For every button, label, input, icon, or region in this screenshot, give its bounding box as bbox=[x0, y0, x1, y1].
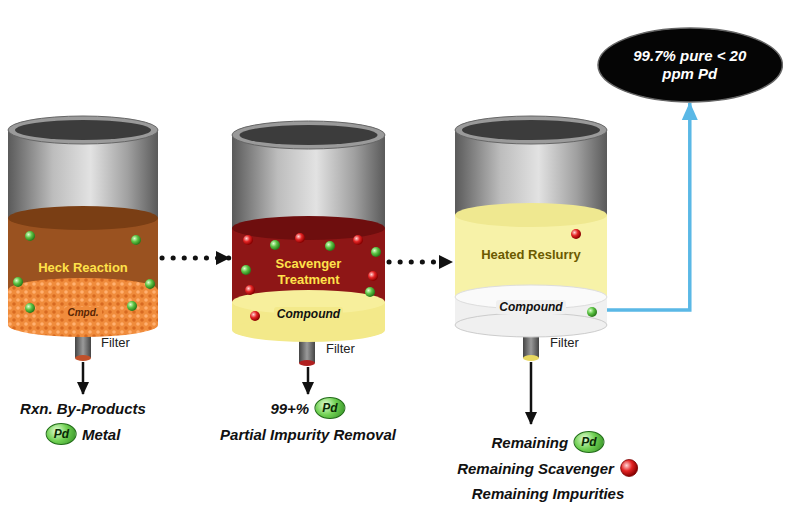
vessel-two-part bbox=[232, 318, 385, 342]
node-text: Scavenger Treatment bbox=[261, 256, 357, 287]
vessel-three-part bbox=[455, 116, 607, 144]
result-label: Remaining Scavenger bbox=[457, 460, 614, 477]
result-label: Metal bbox=[82, 426, 120, 443]
vessel-one-dots-part bbox=[25, 303, 35, 313]
label-holder: Rxn. By-Products bbox=[20, 400, 146, 417]
result-label: Partial Impurity Removal bbox=[220, 426, 396, 443]
vessel-contents: Heated ReslurryCompound bbox=[455, 215, 607, 325]
vessel-three-part bbox=[455, 130, 607, 325]
vessel-two-dots-part bbox=[353, 235, 363, 245]
result-line: Remaining Scavenger bbox=[457, 458, 639, 478]
drain-arrows-part bbox=[307, 367, 310, 394]
vessel-one-dots-part bbox=[131, 235, 141, 245]
vessel-three-part bbox=[455, 203, 607, 227]
node-text: Heated Reslurry bbox=[481, 247, 581, 263]
vessel-contents: Scavenger TreatmentCompound bbox=[232, 228, 385, 330]
vessel-one-dots-part bbox=[13, 277, 23, 287]
node-text: Heck Reaction bbox=[38, 260, 128, 276]
pd-badge: Pd bbox=[46, 423, 77, 445]
vessel-two-dots-part bbox=[250, 311, 260, 321]
vessel-one-dots bbox=[13, 231, 155, 313]
vessel-one-part bbox=[75, 355, 91, 361]
label-holder: Partial Impurity Removal bbox=[220, 426, 396, 443]
result-line: Remaining Impurities bbox=[472, 485, 625, 502]
vessel-two bbox=[232, 121, 385, 366]
vessel-two-dots bbox=[241, 233, 381, 321]
vessel-three bbox=[455, 116, 607, 361]
vessel-two-dots-part bbox=[365, 287, 375, 297]
vessel-one-part bbox=[8, 218, 158, 325]
scavenger-ball bbox=[619, 458, 639, 478]
drain-arrows-part bbox=[530, 362, 533, 424]
product-arrow bbox=[607, 103, 690, 310]
vessel-three-dots-part bbox=[571, 229, 581, 239]
pd-text: Pd bbox=[581, 435, 596, 449]
vessel-three-dots-part bbox=[587, 307, 597, 317]
label-holder: 99+% bbox=[270, 400, 309, 417]
vessel-two-dots-part bbox=[371, 247, 381, 257]
result-line: Partial Impurity Removal bbox=[220, 426, 396, 443]
label-holder: Remaining Scavenger bbox=[457, 460, 614, 477]
node-text: Compound bbox=[274, 307, 343, 321]
pd-text: Pd bbox=[54, 427, 69, 441]
label-holder: Remaining Impurities bbox=[472, 485, 625, 502]
vessel-one bbox=[8, 116, 158, 361]
pd-badge: Pd bbox=[573, 431, 604, 453]
vessel-one-part bbox=[8, 278, 158, 302]
label-holder: Metal bbox=[82, 426, 120, 443]
vessel-three-part bbox=[523, 355, 539, 361]
vessel-two-dots-part bbox=[241, 265, 251, 275]
result-label: Remaining bbox=[491, 434, 568, 451]
result-line: Pd Metal bbox=[46, 423, 121, 445]
vessel-two-dots-part bbox=[270, 240, 280, 250]
result-ellipse: 99.7% pure < 20 ppm Pd bbox=[597, 27, 783, 103]
vessel-one-part bbox=[15, 120, 151, 140]
process-arrow bbox=[162, 256, 229, 261]
pd-text: Pd bbox=[322, 401, 337, 415]
vessel-two-dots-part bbox=[243, 235, 253, 245]
label-holder: Remaining bbox=[491, 434, 568, 451]
filter-label: Filter bbox=[101, 335, 130, 350]
node-text: 99.7% pure < 20 ppm Pd bbox=[630, 47, 750, 83]
vessel-two-part bbox=[232, 216, 385, 240]
filter-label: Filter bbox=[550, 335, 579, 350]
result-label: Remaining Impurities bbox=[472, 485, 625, 502]
vessel-one-part bbox=[8, 130, 158, 325]
vessel-three-part bbox=[462, 120, 600, 140]
pd-badge: Pd bbox=[314, 397, 345, 419]
vessel-one-dots-part bbox=[25, 231, 35, 241]
vessel-one-dots-part bbox=[127, 301, 137, 311]
result-line: Remaining Pd bbox=[491, 431, 604, 453]
vessel-two-part bbox=[299, 360, 315, 366]
node-text: Compound bbox=[496, 300, 565, 314]
vessel-two-dots-part bbox=[325, 241, 335, 251]
vessel-two-part bbox=[232, 135, 385, 330]
vessel-two-part bbox=[232, 121, 385, 149]
result-line: Rxn. By-Products bbox=[20, 400, 146, 417]
vessel-three-part bbox=[455, 215, 607, 325]
vessel-two-dots-part bbox=[295, 233, 305, 243]
vessel-two-part bbox=[240, 125, 378, 145]
vessel-one-dots-part bbox=[145, 279, 155, 289]
result-label: 99+% bbox=[270, 400, 309, 417]
scavenger-ball-fill bbox=[620, 460, 637, 477]
result-line: 99+% Pd bbox=[270, 397, 345, 419]
vessel-three-part bbox=[455, 313, 607, 337]
filter-label: Filter bbox=[326, 341, 355, 356]
vessel-one-part bbox=[8, 116, 158, 144]
vessel-two-part bbox=[232, 228, 385, 330]
drain-arrows-part bbox=[82, 362, 85, 394]
vessel-two-dots-part bbox=[245, 285, 255, 295]
vessel-two-dots-part bbox=[368, 271, 378, 281]
drain-arrows bbox=[83, 362, 531, 424]
ellipse-fill bbox=[598, 28, 782, 102]
vessel-one-part bbox=[8, 206, 158, 230]
result-label: Rxn. By-Products bbox=[20, 400, 146, 417]
process-arrow bbox=[389, 260, 452, 265]
vessel-three-dots bbox=[571, 229, 597, 317]
scavenger-ball-holder bbox=[619, 458, 639, 478]
vessel-contents: Heck ReactionCmpd. bbox=[8, 218, 158, 325]
node-text: Cmpd. bbox=[64, 307, 101, 319]
